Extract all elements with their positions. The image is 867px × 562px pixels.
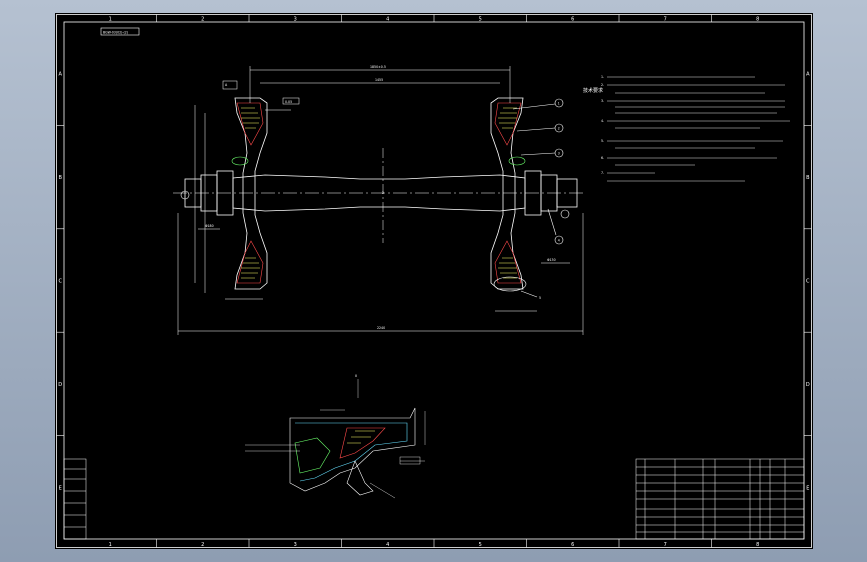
zone-row-label-right: A [806, 72, 810, 78]
dimension-texts: 1850±0.5 1455 2240 Φ180 Φ130 A 0.05 [205, 65, 556, 330]
svg-text:2: 2 [382, 191, 384, 195]
wheel-hatching [231, 102, 527, 292]
zone-row-label-left: D [58, 382, 62, 388]
svg-text:0.05: 0.05 [285, 100, 292, 104]
zone-column-label-bottom: 4 [386, 542, 389, 548]
svg-text:3: 3 [558, 152, 560, 156]
revision-table [63, 458, 87, 540]
zone-column-label-top: 8 [756, 17, 759, 23]
inner-frame [63, 21, 805, 540]
svg-text:4.: 4. [601, 119, 604, 123]
zone-row-label-right: C [806, 279, 810, 285]
svg-text:1.: 1. [601, 75, 604, 79]
zone-column-label-top: 1 [109, 17, 112, 23]
svg-text:A: A [225, 83, 228, 87]
zone-row-label-left: E [59, 485, 62, 491]
zone-column-label-top: 7 [664, 17, 667, 23]
tech-requirements: 技术要求 1. 2. [583, 75, 790, 182]
zone-column-label-top: 3 [294, 17, 297, 23]
zone-column-label-bottom: 5 [479, 542, 482, 548]
zone-column-label-bottom: 1 [109, 542, 112, 548]
zone-row-label-right: B [806, 175, 810, 181]
svg-text:2240: 2240 [377, 326, 385, 330]
zone-column-label-top: 5 [479, 17, 482, 23]
svg-text:7.: 7. [601, 171, 604, 175]
svg-text:II: II [355, 374, 357, 378]
svg-text:3.: 3. [601, 99, 604, 103]
svg-text:2.: 2. [601, 83, 604, 87]
svg-text:Φ130: Φ130 [547, 258, 556, 262]
svg-text:Φ180: Φ180 [205, 224, 214, 228]
zone-column-label-top: 6 [571, 17, 574, 23]
svg-text:1850±0.5: 1850±0.5 [370, 65, 386, 69]
svg-text:1: 1 [558, 102, 560, 106]
dimension-lines [177, 66, 584, 335]
svg-text:1455: 1455 [375, 78, 383, 82]
part-balloon-numbers: 1 2 3 4 5 2 [382, 102, 560, 301]
zone-column-label-bottom: 7 [664, 542, 667, 548]
title-block [635, 458, 805, 540]
corner-code: BGW-03(02)-(2) [103, 31, 128, 35]
svg-text:4: 4 [558, 239, 560, 243]
svg-text:2: 2 [558, 127, 560, 131]
axle-assembly [173, 97, 583, 290]
zone-column-label-bottom: 8 [756, 542, 759, 548]
svg-text:6.: 6. [601, 156, 604, 160]
zone-row-label-left: C [58, 279, 62, 285]
zone-column-label-bottom: 3 [294, 542, 297, 548]
zone-column-label-top: 2 [201, 17, 204, 23]
zone-column-label-bottom: 2 [201, 542, 204, 548]
zone-row-label-right: E [806, 485, 809, 491]
svg-text:技术要求: 技术要求 [583, 87, 603, 94]
outer-frame [56, 14, 812, 548]
zone-row-label-left: A [58, 72, 62, 78]
svg-text:5.: 5. [601, 139, 604, 143]
corner-code-box [100, 27, 140, 36]
part-balloons [180, 98, 570, 298]
zone-row-label-left: B [58, 175, 62, 181]
zone-column-label-bottom: 6 [571, 542, 574, 548]
svg-text:5: 5 [539, 296, 541, 300]
section-detail: II [245, 374, 426, 499]
zone-row-label-right: D [806, 382, 810, 388]
zone-column-label-top: 4 [386, 17, 389, 23]
